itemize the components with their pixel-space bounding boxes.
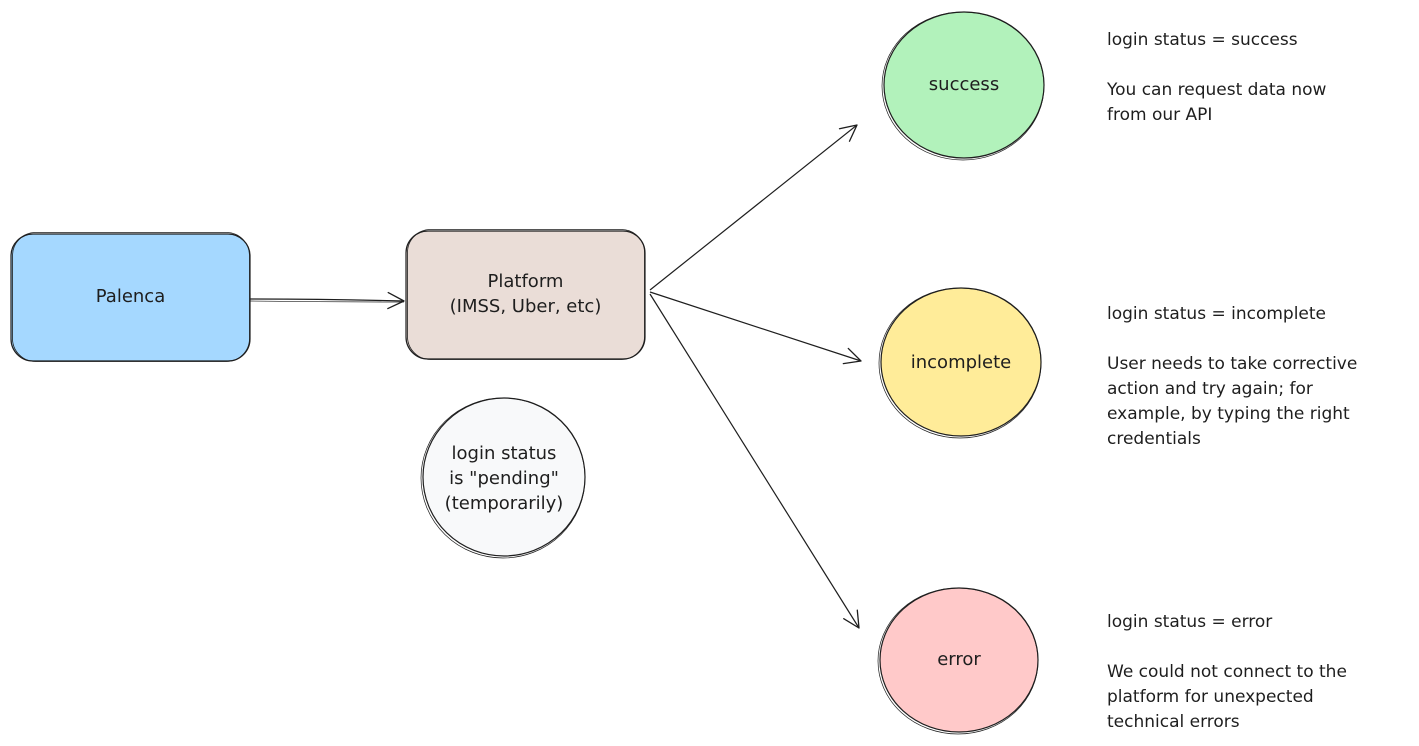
error-circle-sketch bbox=[877, 587, 1039, 735]
arrow-platform-to-success[interactable] bbox=[649, 124, 858, 291]
incomplete-note-line: credentials bbox=[1107, 429, 1201, 449]
platform-label-line-2: (IMSS, Uber, etc) bbox=[449, 296, 602, 317]
incomplete-note: login status = incomplete User needs to … bbox=[1107, 302, 1357, 452]
success-node[interactable] bbox=[881, 11, 1045, 161]
incomplete-circle-sketch bbox=[878, 287, 1042, 439]
platform-label: Platform (IMSS, Uber, etc) bbox=[406, 269, 645, 319]
platform-node[interactable] bbox=[405, 229, 646, 360]
error-note-line: platform for unexpected bbox=[1107, 687, 1314, 707]
error-note-line: technical errors bbox=[1107, 712, 1240, 732]
incomplete-label: incomplete bbox=[910, 352, 1012, 373]
arrow-platform-to-incomplete[interactable] bbox=[649, 291, 862, 365]
pending-node[interactable] bbox=[420, 397, 586, 559]
pending-circle-sketch bbox=[420, 397, 586, 559]
success-note-line: from our API bbox=[1107, 105, 1213, 125]
palenca-label: Palenca bbox=[95, 286, 166, 307]
incomplete-note-line: example, by typing the right bbox=[1107, 404, 1350, 424]
error-node[interactable] bbox=[877, 587, 1039, 735]
arrow-palenca-to-platform-sketch bbox=[249, 300, 405, 303]
error-label: error bbox=[937, 649, 981, 670]
pending-label-line-2: is "pending" bbox=[449, 468, 559, 489]
success-circle-sketch bbox=[881, 11, 1045, 161]
incomplete-note-line: User needs to take corrective bbox=[1107, 354, 1358, 374]
pending-label: login status is "pending" (temporarily) bbox=[423, 441, 585, 516]
pending-label-line-1: login status bbox=[451, 443, 557, 464]
incomplete-note-line: action and try again; for bbox=[1107, 379, 1313, 399]
error-note-line: We could not connect to the bbox=[1107, 662, 1347, 682]
arrow-palenca-to-platform[interactable] bbox=[249, 291, 405, 310]
success-note-line: You can request data now bbox=[1107, 80, 1327, 100]
success-label: success bbox=[928, 74, 1000, 95]
arrow-platform-to-error[interactable] bbox=[649, 293, 860, 629]
palenca-box bbox=[10, 233, 251, 362]
palenca-node[interactable] bbox=[10, 232, 251, 362]
platform-box-sketch bbox=[407, 229, 645, 360]
palenca-box-sketch bbox=[12, 232, 250, 362]
platform-box bbox=[405, 230, 646, 360]
incomplete-node[interactable] bbox=[878, 287, 1042, 439]
pending-label-line-3: (temporarily) bbox=[444, 493, 564, 514]
error-note-status: login status = error bbox=[1107, 612, 1273, 632]
platform-label-line-1: Platform bbox=[487, 271, 564, 292]
incomplete-note-status: login status = incomplete bbox=[1107, 304, 1327, 324]
error-note: login status = error We could not connec… bbox=[1107, 610, 1347, 735]
success-note: login status = success You can request d… bbox=[1107, 28, 1326, 128]
success-note-status: login status = success bbox=[1107, 30, 1298, 50]
